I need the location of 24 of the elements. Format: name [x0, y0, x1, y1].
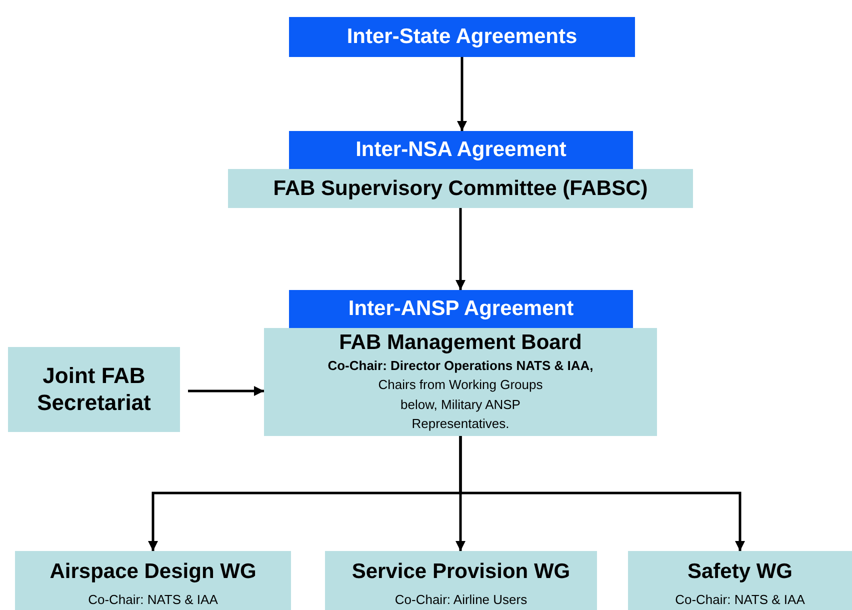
box-heading: Airspace Design WG [50, 559, 256, 584]
arrow [188, 386, 264, 396]
agreement-banner: Inter-ANSP Agreement [289, 290, 633, 328]
committee-box [15, 551, 291, 610]
arrow [457, 57, 467, 131]
box-heading: FAB Management Board [339, 330, 582, 356]
committee-box [228, 169, 693, 208]
box-heading: Joint FAB Secretariat [36, 363, 152, 416]
committee-box [325, 551, 597, 610]
arrow [456, 208, 466, 290]
committee-box [628, 551, 852, 610]
box-text: Co-Chair: NATS & IAA [88, 591, 218, 610]
box-text: Co-Chair: Airline Users [394, 591, 528, 610]
committee-box [264, 328, 657, 436]
box-text: Chairs from Working Groups below, Military ANSP Representatives. [377, 376, 544, 434]
box-text: Co-Chair: NATS & IAA [675, 591, 805, 610]
agreement-banner: Inter-NSA Agreement [289, 131, 633, 169]
committee-box [8, 347, 180, 432]
box-heading: FAB Supervisory Committee (FABSC) [273, 176, 648, 202]
arrow [459, 436, 745, 551]
box-heading: Safety WG [687, 559, 793, 584]
agreement-banner: Inter-State Agreements [289, 17, 635, 57]
box-heading: Service Provision WG [352, 559, 570, 584]
box-text: Co-Chair: Director Operations NATS & IAA, [328, 356, 594, 375]
